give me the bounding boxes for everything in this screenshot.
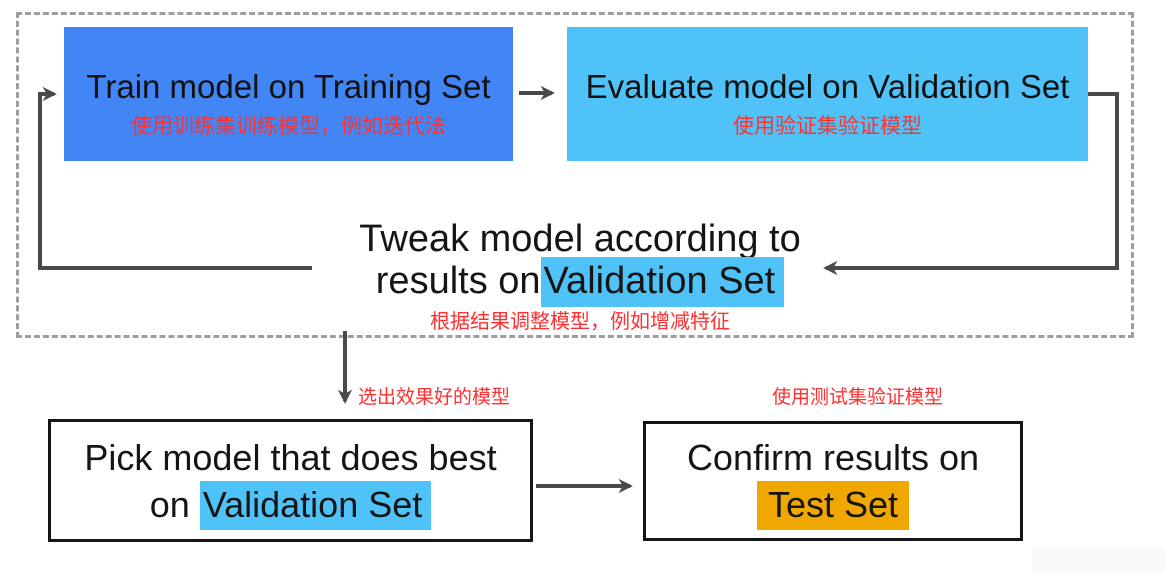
tweak-line2-prefix: results on — [375, 260, 541, 302]
pick-box-line1: Pick model that does best — [84, 436, 497, 478]
test-set-highlight: Test Set — [756, 481, 910, 530]
confirm-results-note: 使用测试集验证模型 — [772, 387, 944, 408]
pick-validation-set-highlight: Validation Set — [199, 480, 432, 530]
train-box-title: Train model on Training Set — [86, 68, 491, 105]
iteration-loop-container — [16, 12, 1134, 338]
tweak-model-block: Tweak model according to results onValid… — [300, 218, 860, 334]
tweak-validation-set-highlight: Validation Set — [540, 257, 785, 307]
tweak-line1: Tweak model according to — [359, 218, 801, 260]
evaluate-box-title: Evaluate model on Validation Set — [585, 68, 1070, 105]
evaluate-model-box: Evaluate model on Validation Set 使用验证集验证… — [567, 27, 1088, 161]
evaluate-box-note: 使用验证集验证模型 — [733, 115, 922, 138]
pick-model-note: 选出效果好的模型 — [358, 387, 511, 408]
confirm-results-box: Confirm results on Test Set — [643, 421, 1023, 541]
tweak-line2: results onValidation Set — [300, 257, 860, 307]
confirm-box-line1: Confirm results on — [686, 437, 980, 478]
pick-box-line2-prefix: on — [149, 483, 200, 525]
train-box-note: 使用训练集训练模型，例如迭代法 — [131, 115, 446, 138]
confirm-box-line2: Test Set — [756, 481, 910, 530]
train-model-box: Train model on Training Set 使用训练集训练模型，例如… — [64, 27, 513, 161]
pick-model-box: Pick model that does best on Validation … — [48, 419, 533, 542]
tweak-note: 根据结果调整模型，例如增减特征 — [430, 311, 730, 333]
watermark-remnant — [1032, 548, 1166, 572]
pick-box-line2: on Validation Set — [149, 480, 432, 530]
